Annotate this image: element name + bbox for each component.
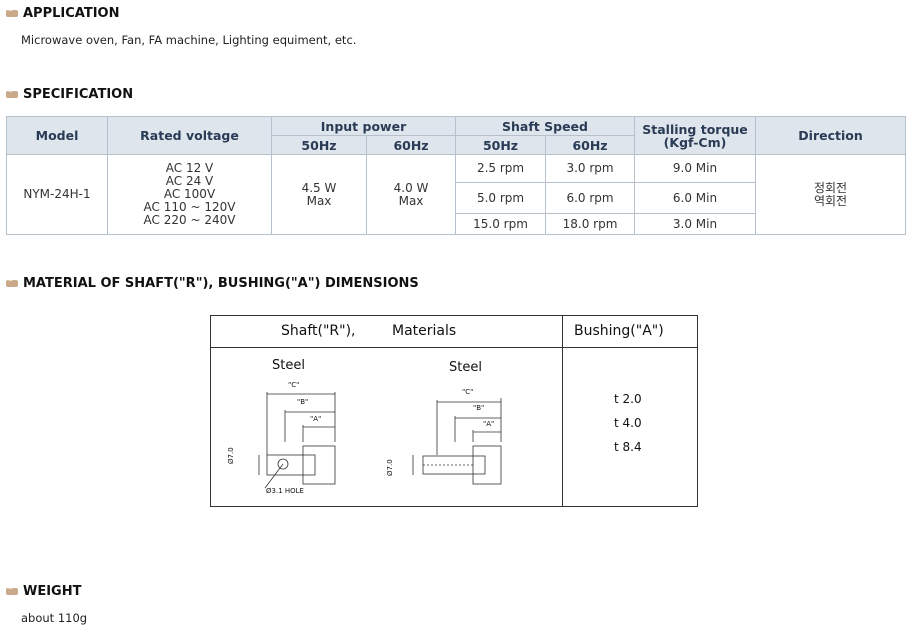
speed-50-cell: 15.0 rpm	[455, 213, 547, 235]
specification-title-text: SPECIFICATION	[23, 87, 134, 102]
bullet-icon	[6, 583, 18, 595]
weight-text: about 110g	[21, 611, 88, 625]
application-text: Microwave oven, Fan, FA machine, Lightin…	[21, 33, 357, 47]
dim-a-left: "A"	[310, 415, 322, 423]
torque-cell: 9.0 Min	[634, 154, 757, 183]
voltage-value: AC 24 V	[165, 174, 214, 188]
torque-cell: 3.0 Min	[634, 213, 757, 235]
header-speed-60hz: 60Hz	[545, 135, 636, 155]
header-shaft-speed: Shaft Speed	[455, 116, 636, 136]
table-row: NYM-24H-1 AC 12 V AC 24 V AC 100V AC 110…	[6, 154, 907, 235]
dimension-table: Shaft("R"), Materials Bushing("A") Steel…	[210, 315, 698, 507]
power-60-sub: Max	[398, 193, 424, 208]
hole-label: Ø3.1 HOLE	[266, 487, 304, 495]
power-50-cell: 4.5 W Max	[271, 154, 367, 235]
voltage-value: AC 220 ~ 240V	[143, 213, 236, 227]
diameter-left: Ø7.0	[227, 447, 235, 464]
direction-forward: 정회전	[813, 180, 848, 195]
dim-c-right: "C"	[462, 388, 474, 396]
section-specification-title: SPECIFICATION	[6, 86, 134, 102]
speed-60-cell: 18.0 rpm	[545, 213, 636, 235]
bushing-value: t 4.0	[614, 416, 642, 430]
power-60-cell: 4.0 W Max	[365, 154, 457, 235]
application-title-text: APPLICATION	[23, 6, 120, 21]
header-input-power: Input power	[270, 116, 457, 136]
weight-title-text: WEIGHT	[23, 584, 82, 599]
materials-label: Materials	[392, 323, 457, 339]
speed-60-cell: 3.0 rpm	[545, 154, 636, 183]
header-stalling-torque: Stalling torque (Kgf-Cm)	[634, 116, 757, 155]
shaft-drawing-left	[258, 392, 336, 489]
header-direction: Direction	[755, 116, 907, 155]
dim-b-left: "B"	[297, 398, 309, 406]
bushing-label: Bushing("A")	[574, 323, 664, 339]
direction-reverse: 역회전	[813, 193, 848, 208]
shaft-label: Shaft("R"),	[281, 323, 356, 339]
dimension-divider	[562, 316, 563, 506]
dim-c-left: "C"	[288, 381, 300, 389]
speed-50-cell: 5.0 rpm	[455, 182, 547, 214]
stalling-torque-label: Stalling torque	[642, 121, 748, 137]
header-rated-voltage: Rated voltage	[107, 116, 272, 155]
power-60-value: 4.0 W	[393, 180, 429, 195]
speed-60-cell: 6.0 rpm	[545, 182, 636, 214]
direction-cell: 정회전 역회전	[755, 154, 907, 235]
power-50-sub: Max	[306, 193, 332, 208]
bushing-value: t 2.0	[614, 392, 642, 406]
model-cell: NYM-24H-1	[6, 154, 108, 235]
bullet-icon	[6, 86, 18, 98]
header-model: Model	[6, 116, 108, 155]
torque-cell: 6.0 Min	[634, 182, 757, 214]
section-weight-title: WEIGHT	[6, 583, 82, 599]
steel-left-label: Steel	[272, 358, 305, 373]
header-power-50hz: 50Hz	[271, 135, 367, 155]
voltage-value: AC 100V	[163, 187, 216, 201]
section-application-title: APPLICATION	[6, 5, 120, 21]
voltage-value: AC 110 ~ 120V	[143, 200, 236, 214]
header-power-60hz: 60Hz	[365, 135, 457, 155]
bullet-icon	[6, 275, 18, 287]
dim-a-right: "A"	[483, 420, 495, 428]
dim-b-right: "B"	[473, 404, 485, 412]
material-title-text: MATERIAL OF SHAFT("R"), BUSHING("A") DIM…	[23, 276, 419, 291]
steel-right-label: Steel	[449, 360, 482, 375]
shaft-drawing-right	[412, 398, 502, 485]
speed-50-cell: 2.5 rpm	[455, 154, 547, 183]
section-material-title: MATERIAL OF SHAFT("R"), BUSHING("A") DIM…	[6, 275, 419, 291]
diameter-right: Ø7.0	[386, 459, 394, 476]
stalling-torque-unit: (Kgf-Cm)	[663, 134, 727, 150]
power-50-value: 4.5 W	[301, 180, 337, 195]
bushing-value: t 8.4	[614, 440, 642, 454]
dimension-header-row	[211, 316, 697, 348]
bullet-icon	[6, 5, 18, 17]
voltage-value: AC 12 V	[165, 161, 214, 175]
table-row: 15.0 rpm 18.0 rpm 3.0 Min	[7, 213, 906, 235]
voltage-cell: AC 12 V AC 24 V AC 100V AC 110 ~ 120V AC…	[107, 154, 272, 235]
header-speed-50hz: 50Hz	[455, 135, 547, 155]
specification-table: Model Rated voltage Input power Shaft Sp…	[6, 116, 907, 235]
